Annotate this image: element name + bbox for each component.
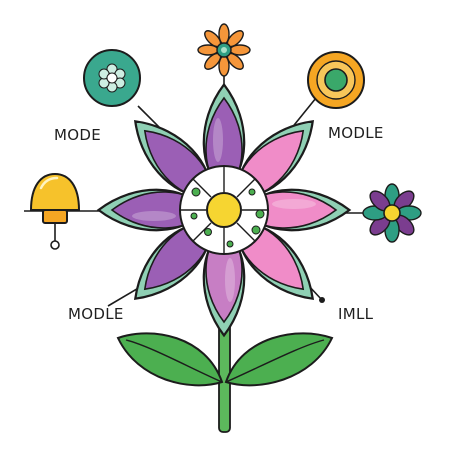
flower-center bbox=[179, 165, 269, 255]
bell-clapper-dot bbox=[50, 240, 60, 250]
label-modle-bottom-left: MODLE bbox=[68, 305, 124, 323]
teal-gear-flower-icon bbox=[83, 49, 141, 107]
center-seed-dots bbox=[190, 187, 265, 248]
label-modle-top-right: MODLE bbox=[328, 124, 384, 142]
leaf-right bbox=[224, 332, 334, 387]
purple-teal-flower-icon bbox=[362, 183, 422, 243]
label-mode-top-left: MODE bbox=[54, 126, 101, 144]
yellow-bell-icon bbox=[29, 172, 81, 224]
center-yellow-disc bbox=[206, 192, 242, 228]
leaf-left bbox=[116, 332, 224, 387]
flower-petals bbox=[97, 83, 351, 337]
orange-daisy-icon bbox=[197, 23, 251, 77]
petal-highlights bbox=[132, 118, 316, 302]
label-imll-bottom-right: IMLL bbox=[338, 305, 374, 323]
orange-circle-button-icon bbox=[307, 51, 365, 109]
